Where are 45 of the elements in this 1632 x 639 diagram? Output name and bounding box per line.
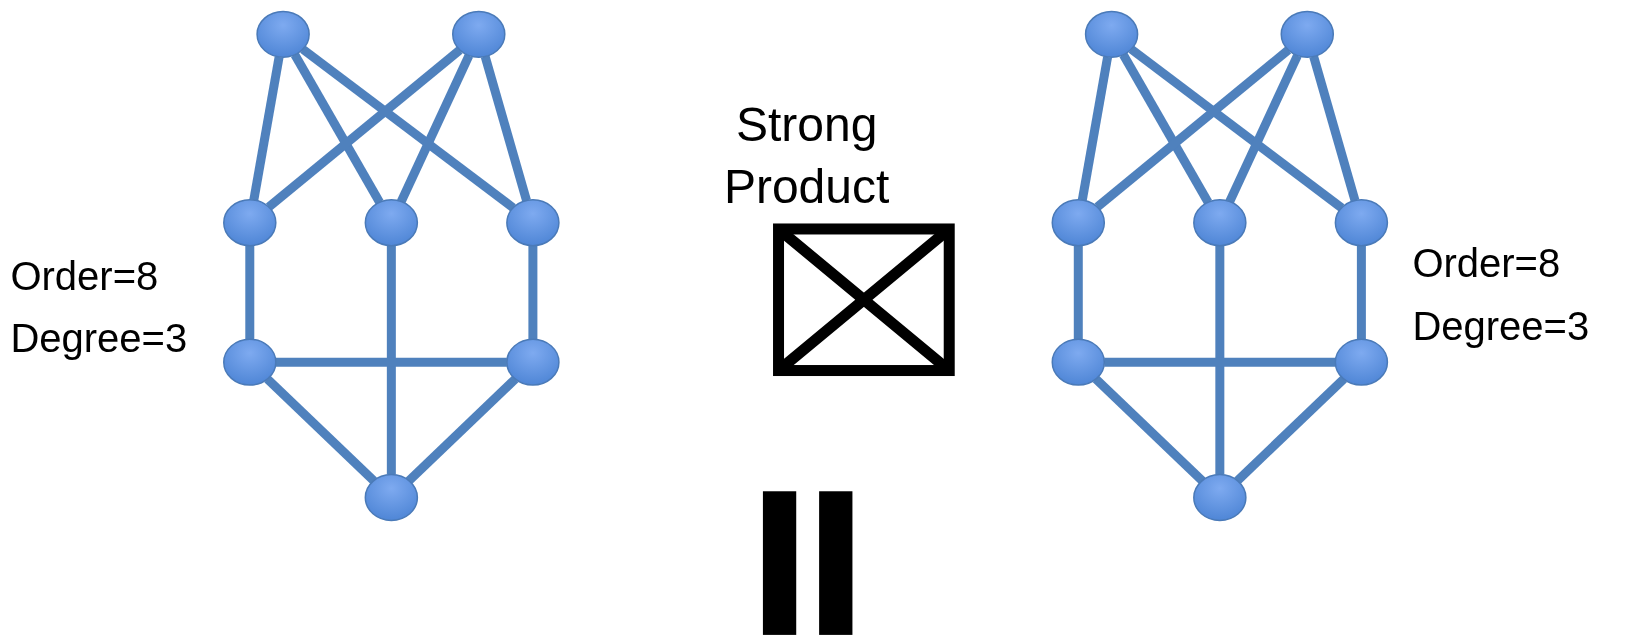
graph-edge (1234, 375, 1347, 484)
graph-vertex (364, 473, 419, 522)
graph-edge (480, 55, 531, 202)
graph-vertex (1193, 199, 1247, 247)
graph-edge (300, 45, 516, 212)
graph-edge (1092, 375, 1206, 484)
operator-label: Strong Product (722, 96, 891, 216)
graph-vertex (1334, 199, 1389, 247)
graph-edge (1104, 357, 1336, 367)
graph-edge (249, 56, 284, 201)
graph-property: Degree=3 (1412, 302, 1590, 350)
graph-edge (290, 52, 384, 205)
graph-edge (528, 245, 538, 340)
graph-edge (1309, 55, 1360, 202)
graph-vertex (506, 199, 560, 247)
graph-edge (1077, 56, 1113, 201)
graph-property: Degree=3 (10, 315, 188, 363)
graph-vertex (506, 338, 560, 386)
graph-edge (275, 357, 507, 367)
graph-vertex (1084, 10, 1139, 58)
graph-vertex (364, 199, 419, 247)
graph-vertex (1280, 10, 1335, 58)
graph-vertex (452, 10, 506, 58)
graph-vertex (1334, 338, 1389, 386)
graph-vertex (1051, 199, 1106, 247)
graph-edge (264, 375, 377, 484)
graph-edge (265, 46, 463, 211)
graph-edge (397, 53, 473, 204)
graph-edge (1094, 46, 1292, 211)
graph-property: Order=8 (1412, 240, 1561, 288)
graph-edge (1073, 245, 1083, 340)
graph-vertex (256, 10, 310, 58)
graph-vertex (1193, 473, 1247, 522)
graph-edge (1215, 245, 1225, 475)
graph-edge (245, 245, 255, 340)
graph-edge (1356, 245, 1366, 340)
graph-vertex (223, 199, 277, 247)
graph-edge (405, 375, 519, 484)
graph-edge (386, 245, 396, 475)
graph-edge (1128, 45, 1345, 212)
graph-edge (1119, 52, 1212, 205)
graph-property: Order=8 (10, 252, 159, 300)
graph-edge (1225, 53, 1302, 204)
graph-vertex (223, 338, 277, 386)
graph-vertex (1051, 338, 1106, 386)
